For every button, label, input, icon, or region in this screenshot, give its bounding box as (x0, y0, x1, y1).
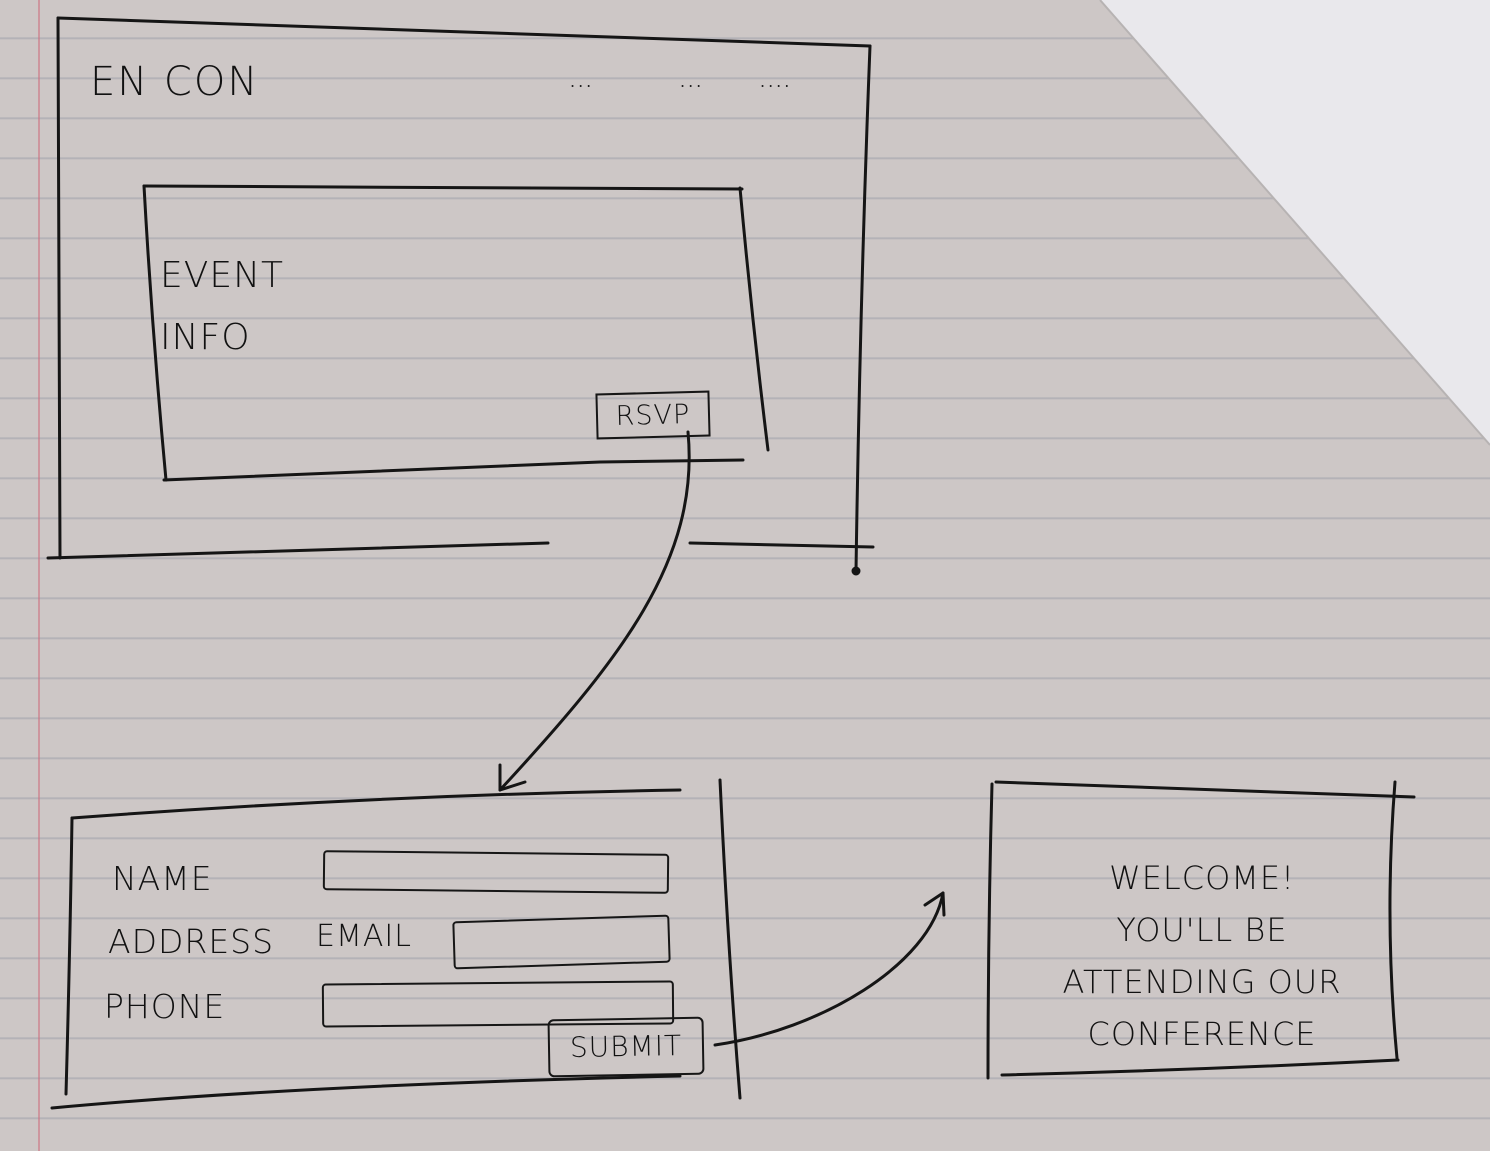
form-to-confirmation-arrow (713, 891, 945, 1047)
confirmation-top-edge (994, 780, 1416, 799)
form-right-edge (718, 778, 742, 1100)
landing-top-edge (56, 16, 872, 48)
nav-item-3[interactable]: .... (760, 72, 793, 91)
landing-left-edge (56, 16, 62, 560)
landing-right-edge (854, 44, 872, 573)
event-info-line-2: INFO (160, 317, 251, 358)
confirmation-line-4: CONFERENCE (1087, 1015, 1317, 1053)
confirmation-message: WELCOME! YOU'LL BE ATTENDING OUR CONFERE… (1022, 852, 1382, 1060)
event-card-frame (142, 184, 770, 482)
email-label: EMAIL (316, 919, 412, 954)
event-card-right-edge (738, 186, 770, 452)
nav-menu: ... ... .... (570, 62, 830, 91)
confirmation-right-edge (1388, 780, 1399, 1060)
rsvp-to-form-arrowhead (498, 763, 527, 792)
form-left-edge (64, 816, 74, 1096)
confirmation-line-3: ATTENDING OUR (1062, 963, 1342, 1001)
confirmation-line-1: WELCOME! (1109, 859, 1295, 897)
form-bottom-edge (50, 1074, 682, 1110)
name-input[interactable] (322, 850, 670, 894)
event-card-left-edge (142, 184, 168, 482)
rsvp-button[interactable]: RSVP (595, 390, 711, 440)
confirmation-frame (986, 780, 1416, 1080)
nav-item-1[interactable]: ... (570, 72, 595, 91)
landing-page-frame (46, 16, 875, 576)
landing-bottom-edge-left (46, 541, 550, 560)
event-info-heading: EVENT INFO (160, 245, 284, 369)
email-input[interactable] (452, 914, 671, 970)
address-label: ADDRESS (108, 922, 275, 961)
name-label: NAME (112, 859, 213, 898)
nav-item-2[interactable]: ... (680, 72, 705, 91)
confirmation-line-2: YOU'LL BE (1116, 911, 1288, 949)
rsvp-to-form-arrow (498, 430, 691, 792)
form-to-confirmation-arrowhead (923, 891, 946, 917)
event-info-line-1: EVENT (160, 255, 285, 296)
landing-corner-dot (851, 566, 861, 576)
submit-button[interactable]: SUBMIT (547, 1016, 705, 1078)
phone-label: PHONE (104, 987, 226, 1026)
landing-bottom-edge-right (688, 541, 875, 549)
event-card-bottom-edge (162, 458, 745, 482)
form-top-edge (70, 788, 682, 820)
confirmation-bottom-edge (1000, 1058, 1400, 1077)
site-logo[interactable]: EN CON (90, 59, 260, 105)
confirmation-left-edge (986, 782, 994, 1080)
notebook-margin-line (38, 0, 40, 1151)
rsvp-form-frame (50, 778, 742, 1110)
event-card-top-edge (142, 184, 744, 191)
